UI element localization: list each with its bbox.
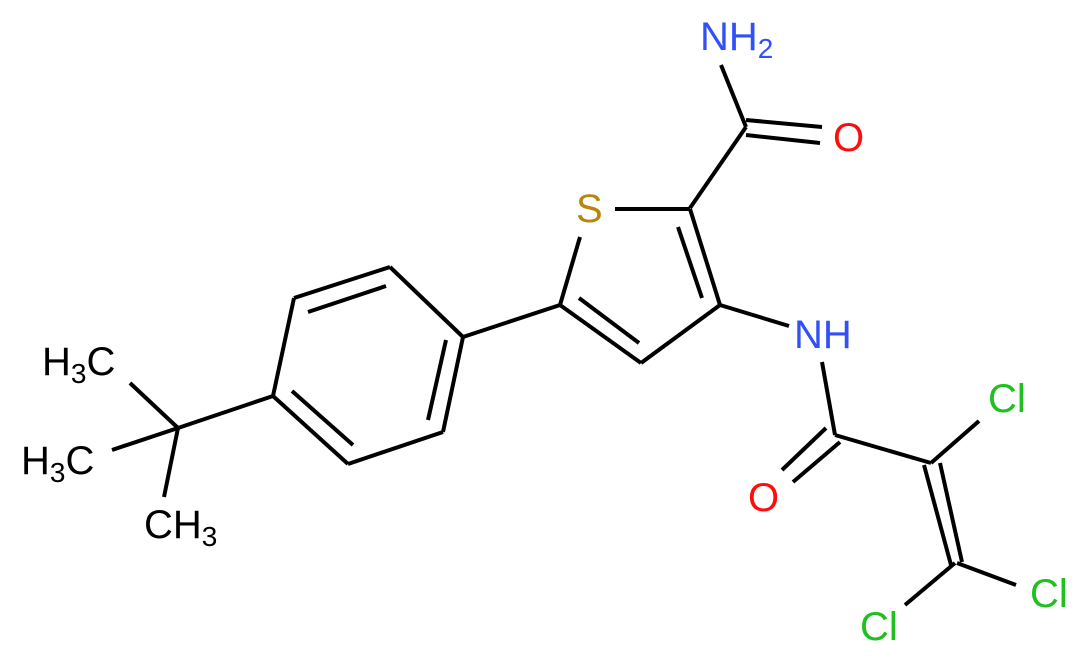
chlorine-right-label: Cl <box>1030 572 1068 616</box>
bond-c5-s <box>558 236 582 306</box>
bond-c4-c5 <box>558 303 643 365</box>
bond-c5-phenyl <box>462 303 561 339</box>
bond-n-c <box>719 64 748 128</box>
bond-ar-3 <box>271 297 296 397</box>
bond-c-o-1 <box>745 118 823 129</box>
chlorine-bottom-label: Cl <box>860 605 898 649</box>
bond-tbu-me3 <box>162 427 180 498</box>
bond-c3-n <box>719 303 790 328</box>
methyl-bottom-label: CH3 <box>144 503 217 552</box>
bond-ar-4 <box>271 394 350 466</box>
bond-c-cl-bottom <box>903 561 957 607</box>
bond-n-acyl <box>820 361 837 436</box>
thiophene-sulfur-label: S <box>576 187 603 231</box>
atom-labels: NH2 O S NH O Cl Cl Cl H3C H3C CH3 <box>21 15 1068 649</box>
bond-c2-c3 <box>688 208 722 306</box>
bond-acyl-o-1 <box>780 426 828 472</box>
bond-c4-c5-inner <box>577 296 641 345</box>
methyl-middle-label: H3C <box>21 439 94 488</box>
bond-vinyl-cl <box>929 419 981 465</box>
bond-tbu-me1 <box>128 381 180 430</box>
bond-ar-2-inner <box>307 284 387 314</box>
bond-c-cl-right <box>956 561 1017 587</box>
bond-ar-2 <box>293 265 391 300</box>
bond-cc-1 <box>922 464 953 566</box>
bond-cc-2 <box>938 462 964 563</box>
bond-ar-6 <box>441 336 465 433</box>
amide-nh2-label: NH2 <box>700 15 773 64</box>
bond-acyl-vinyl <box>834 433 932 465</box>
bond-c3-c4 <box>639 303 722 365</box>
bond-c-o-2 <box>745 133 821 145</box>
bond-tbu-me2 <box>111 426 179 452</box>
bond-ar-tbu <box>177 394 274 430</box>
bonds <box>111 64 1017 607</box>
methyl-top-label: H3C <box>42 340 115 389</box>
bond-ar-1 <box>388 265 465 339</box>
bond-acyl-o-2 <box>791 440 842 484</box>
chlorine-top-label: Cl <box>988 377 1026 421</box>
bond-ar-6-inner <box>426 339 448 421</box>
amide-oxygen-label: O <box>833 116 864 160</box>
bond-ar-4-inner <box>290 389 355 447</box>
bond-c2-c3-inner <box>676 226 704 299</box>
acyl-oxygen-label: O <box>748 476 779 520</box>
bond-c-c2 <box>688 125 748 210</box>
nh-label: NH <box>794 313 852 357</box>
bond-ar-5 <box>347 430 444 466</box>
